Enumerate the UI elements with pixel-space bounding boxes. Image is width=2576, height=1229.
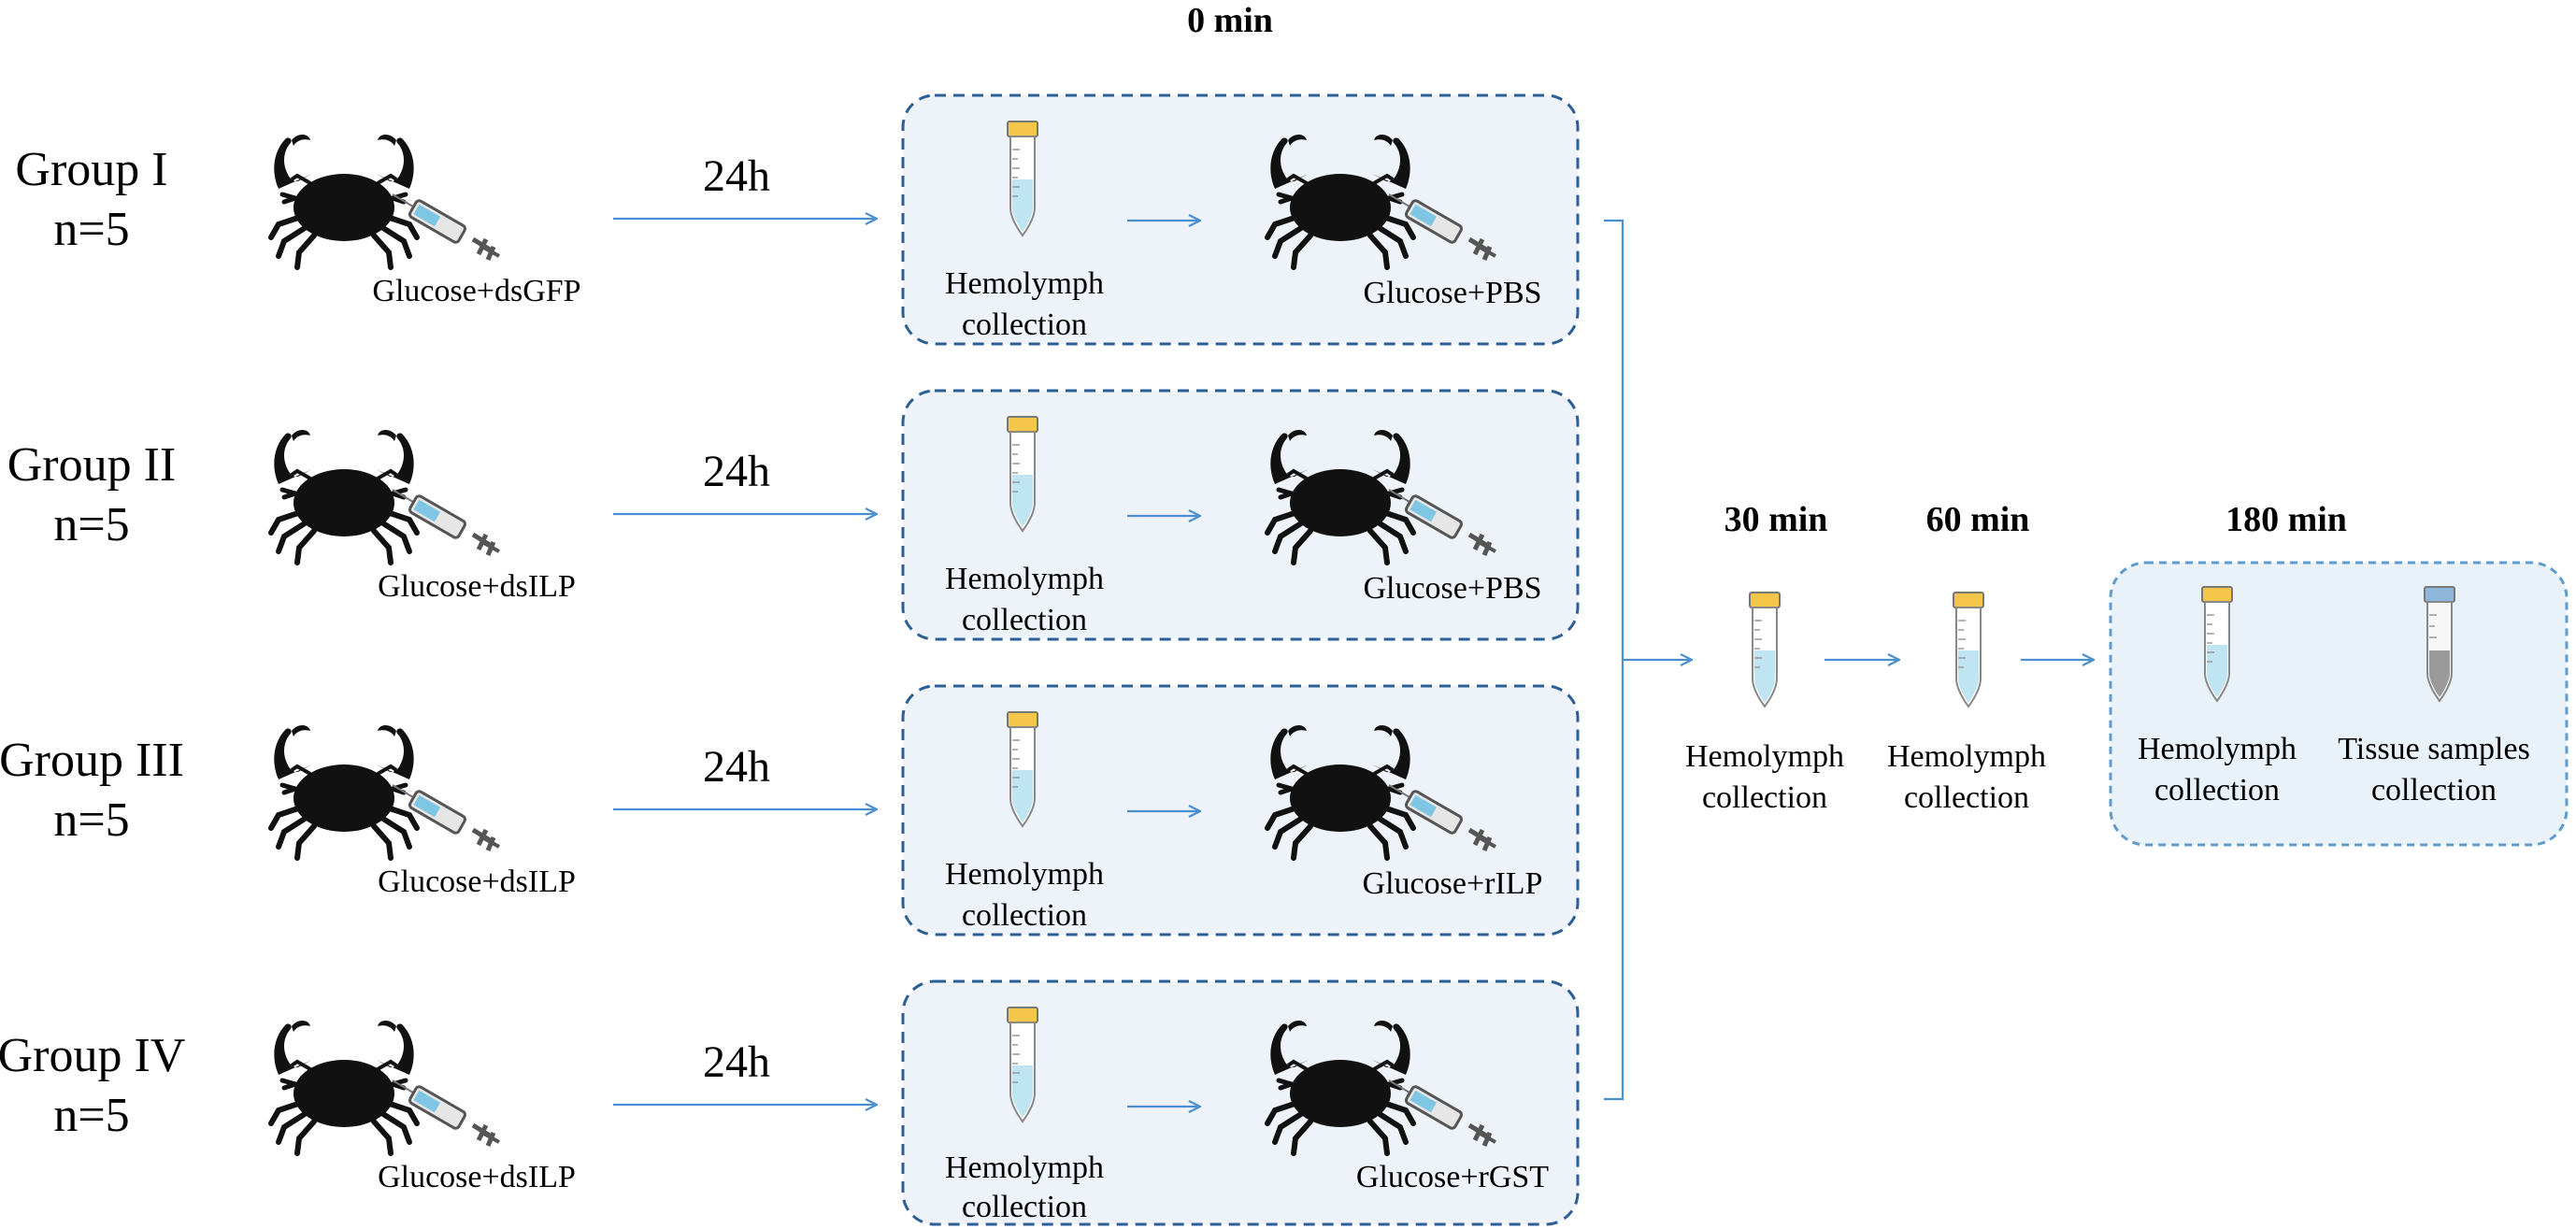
group-4-pre-treatment: Glucose+dsILP	[378, 1160, 576, 1194]
group-2-0min-box	[901, 389, 1580, 641]
test-tube-icon	[1953, 592, 1984, 707]
group-1-collection-l2: collection	[962, 307, 1087, 342]
t60-caption-l2: collection	[1904, 780, 2029, 815]
group-1-label: Group I	[15, 143, 167, 196]
crab-icon	[271, 725, 417, 858]
timepoint-180-min: 180 min	[2225, 500, 2347, 539]
group-2-treatment: Glucose+PBS	[1363, 571, 1541, 606]
t30-caption-l2: collection	[1702, 780, 1827, 815]
group-3-treatment: Glucose+rILP	[1363, 866, 1543, 901]
group-4-collection-l2: collection	[962, 1190, 1087, 1224]
group-3-n: n=5	[53, 793, 129, 847]
group-2-label: Group II	[7, 438, 177, 492]
timepoint-0-min: 0 min	[1187, 1, 1273, 40]
crab-icon	[271, 430, 417, 563]
group-3-pre-treatment: Glucose+dsILP	[378, 865, 576, 899]
group-4-n: n=5	[53, 1089, 129, 1142]
test-tube-icon	[1749, 592, 1781, 707]
group-4-treatment: Glucose+rGST	[1356, 1160, 1549, 1194]
group-4-row: Group IV n=5 Glucose+dsILP 24h Hemolymph…	[0, 979, 1580, 1226]
test-tube-icon	[1007, 121, 1038, 236]
group-3-0min-box	[901, 684, 1580, 936]
group-4-label: Group IV	[0, 1029, 185, 1082]
test-tube-icon	[2201, 586, 2233, 702]
group-2-row: Group II n=5 Glucose+dsILP 24h Hemolymph…	[7, 389, 1580, 641]
t180-hemolymph-l1: Hemolymph	[2138, 732, 2297, 766]
group-3-collection-l2: collection	[962, 898, 1087, 933]
timepoint-60-min: 60 min	[1926, 500, 2030, 539]
group-1-0min-box	[901, 93, 1580, 346]
group-1-collection-l1: Hemolymph	[945, 266, 1104, 301]
test-tube-icon	[1007, 1007, 1038, 1122]
t180-tissue-l2: collection	[2371, 773, 2497, 807]
group-4-collection-l1: Hemolymph	[945, 1150, 1104, 1185]
t180-tissue-l1: Tissue samples	[2338, 732, 2530, 766]
t30-caption-l1: Hemolymph	[1685, 739, 1844, 774]
tissue-tube-icon	[2424, 586, 2455, 702]
group-1-interval: 24h	[703, 151, 770, 201]
group-1-row: Group I n=5 Glucose+dsGFP 24h Hemolymph …	[15, 93, 1580, 346]
group-4-interval: 24h	[703, 1037, 770, 1087]
group-1-n: n=5	[53, 203, 129, 256]
group-3-row: Group III n=5 Glucose+dsILP 24h Hemolymp…	[0, 684, 1580, 936]
test-tube-icon	[1007, 416, 1038, 532]
crab-icon	[271, 135, 417, 267]
merge-bracket	[1604, 219, 1624, 1101]
group-2-pre-treatment: Glucose+dsILP	[378, 569, 576, 604]
group-3-label: Group III	[0, 734, 184, 787]
t180-hemolymph-l2: collection	[2154, 773, 2280, 807]
test-tube-icon	[1007, 711, 1038, 827]
crab-icon	[271, 1021, 417, 1153]
group-2-interval: 24h	[703, 447, 770, 496]
t60-caption-l1: Hemolymph	[1887, 739, 2046, 774]
group-3-collection-l1: Hemolymph	[945, 857, 1104, 892]
group-3-interval: 24h	[703, 742, 770, 792]
group-2-collection-l2: collection	[962, 603, 1087, 637]
group-1-treatment: Glucose+PBS	[1363, 276, 1541, 310]
group-4-0min-box	[901, 979, 1580, 1226]
group-2-collection-l1: Hemolymph	[945, 562, 1104, 596]
group-1-pre-treatment: Glucose+dsGFP	[372, 274, 580, 308]
timepoint-30-min: 30 min	[1724, 500, 1828, 539]
group-2-n: n=5	[53, 498, 129, 551]
